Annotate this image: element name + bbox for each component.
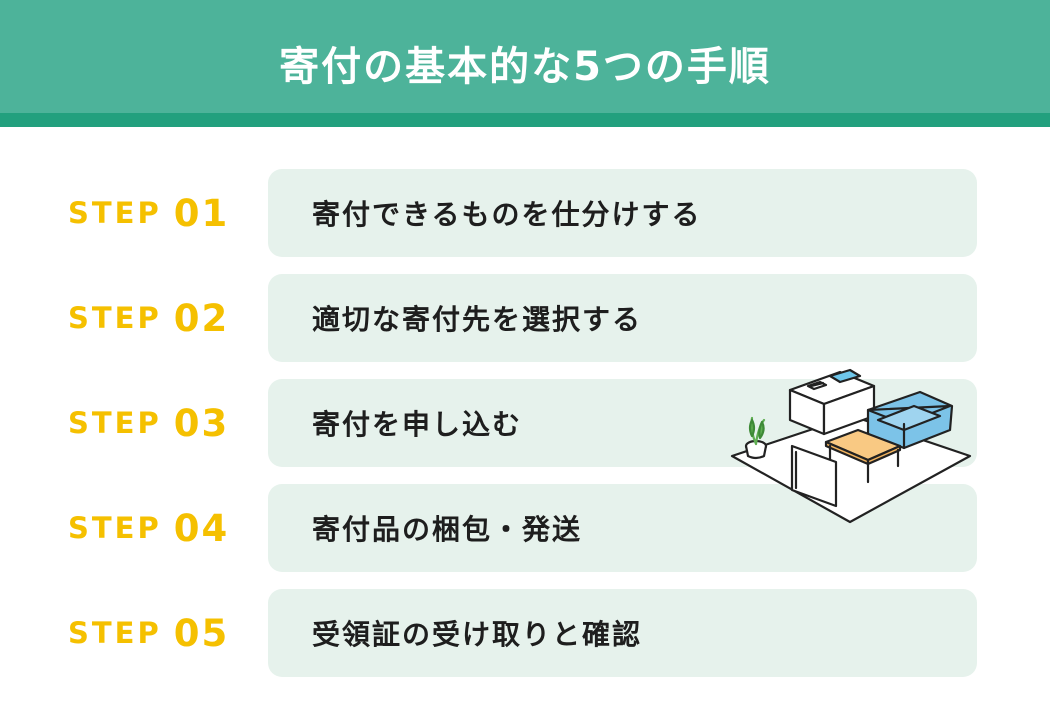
step-04-text: 寄付品の梱包・発送 bbox=[312, 513, 583, 546]
step-number: 04 bbox=[173, 506, 230, 550]
step-05-box: 受領証の受け取りと確認 bbox=[268, 589, 977, 677]
step-word: STEP bbox=[68, 196, 162, 230]
step-number: 05 bbox=[173, 611, 230, 655]
step-03-label: STEP 03 bbox=[68, 379, 258, 467]
step-05-label: STEP 05 bbox=[68, 589, 258, 677]
step-01-label: STEP 01 bbox=[68, 169, 258, 257]
header-band bbox=[0, 113, 1050, 127]
step-01-box: 寄付できるものを仕分けする bbox=[268, 169, 977, 257]
step-01-text: 寄付できるものを仕分けする bbox=[312, 198, 702, 231]
step-02: STEP 02 適切な寄付先を選択する bbox=[0, 274, 1050, 362]
header: 寄付の基本的な5つの手順 bbox=[0, 0, 1050, 113]
step-word: STEP bbox=[68, 406, 162, 440]
step-word: STEP bbox=[68, 616, 162, 650]
room-furniture-icon bbox=[730, 368, 972, 524]
step-02-label: STEP 02 bbox=[68, 274, 258, 362]
step-04-label: STEP 04 bbox=[68, 484, 258, 572]
step-number: 02 bbox=[173, 296, 230, 340]
step-03-text: 寄付を申し込む bbox=[312, 408, 523, 441]
step-word: STEP bbox=[68, 511, 162, 545]
page-title: 寄付の基本的な5つの手順 bbox=[279, 43, 771, 90]
step-05: STEP 05 受領証の受け取りと確認 bbox=[0, 589, 1050, 677]
step-number: 01 bbox=[173, 191, 230, 235]
step-05-text: 受領証の受け取りと確認 bbox=[312, 618, 643, 651]
step-word: STEP bbox=[68, 301, 162, 335]
step-number: 03 bbox=[173, 401, 230, 445]
step-02-text: 適切な寄付先を選択する bbox=[312, 303, 643, 336]
step-02-box: 適切な寄付先を選択する bbox=[268, 274, 977, 362]
step-01: STEP 01 寄付できるものを仕分けする bbox=[0, 169, 1050, 257]
